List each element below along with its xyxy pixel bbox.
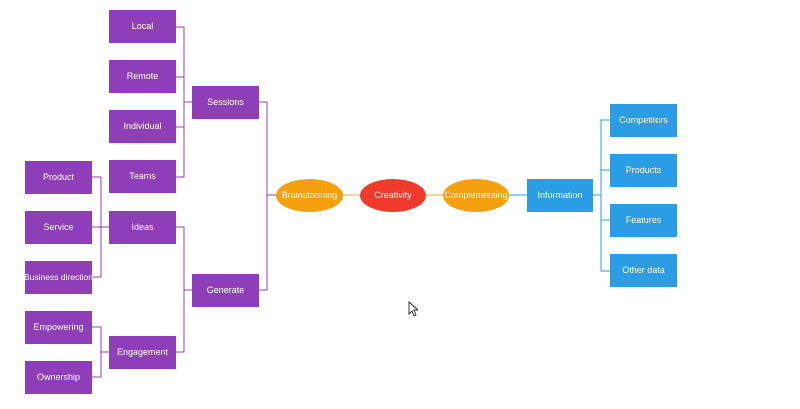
node-engagement[interactable]: Engagement — [109, 336, 176, 369]
node-local[interactable]: Local — [109, 10, 176, 43]
node-features[interactable]: Features — [610, 204, 677, 237]
node-generate[interactable]: Generate — [192, 274, 259, 307]
sessions-connectors — [176, 26, 192, 178]
node-information[interactable]: Information — [527, 179, 593, 212]
node-empowering[interactable]: Empowering — [25, 311, 92, 344]
node-business-direction[interactable]: Business direction — [24, 261, 93, 294]
node-complementing[interactable]: Complementing — [443, 179, 509, 212]
node-ownership[interactable]: Ownership — [25, 361, 92, 394]
node-teams[interactable]: Teams — [109, 160, 176, 193]
node-remote[interactable]: Remote — [109, 60, 176, 93]
node-ideas[interactable]: Ideas — [109, 211, 176, 244]
brainstorming-connectors — [259, 101, 276, 291]
mouse-pointer-icon — [408, 301, 418, 317]
node-competitors[interactable]: Competitors — [610, 104, 677, 137]
node-individual[interactable]: Individual — [109, 110, 176, 143]
engagement-connectors — [92, 326, 109, 378]
node-brainstorming[interactable]: Brainstorming — [276, 179, 343, 212]
node-other-data[interactable]: Other data — [610, 254, 677, 287]
node-service[interactable]: Service — [25, 211, 92, 244]
node-product[interactable]: Product — [25, 161, 92, 194]
ideas-connectors — [92, 176, 109, 278]
node-creativity[interactable]: Creativity — [360, 179, 426, 212]
node-sessions[interactable]: Sessions — [192, 86, 259, 119]
node-products[interactable]: Products — [610, 154, 677, 187]
generate-connectors — [176, 226, 192, 353]
information-connectors — [593, 119, 610, 272]
